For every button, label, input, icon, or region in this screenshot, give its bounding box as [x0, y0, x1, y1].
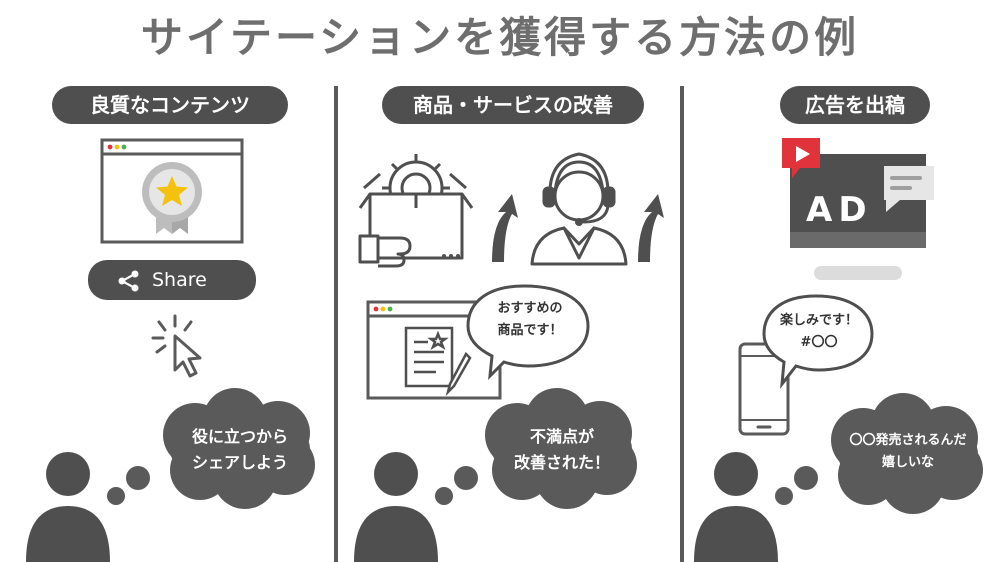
ad-label: AD [806, 190, 873, 230]
thought-text: 不満点が 改善された！ [513, 427, 610, 472]
speech-bubble [466, 284, 590, 381]
speech-text: おすすめの 商品です！ [497, 301, 563, 338]
ad-display-icon [782, 138, 934, 280]
smartphone-icon [738, 342, 790, 436]
person-avatar-icon [694, 452, 818, 562]
share-label: Share [152, 269, 207, 291]
section-heading-advertising: 広告を出稿 [780, 86, 930, 124]
thought-text: 役に立つから シェアしよう [191, 427, 288, 472]
page-title: サイテーションを獲得する方法の例 [140, 13, 860, 62]
section-divider [334, 86, 338, 562]
thought-text: 〇〇発売されるんだ 嬉しいな [849, 433, 967, 470]
thought-cloud [831, 393, 983, 514]
product-box-icon [358, 154, 474, 268]
person-avatar-icon [26, 452, 150, 562]
support-agent-icon [530, 152, 628, 266]
arrow-up-icon [492, 194, 518, 262]
section-heading-content: 良質なコンテンツ [52, 86, 288, 124]
speech-text: 楽しみです！ #〇〇 [779, 313, 858, 350]
thought-cloud [485, 388, 637, 509]
browser-award-icon [100, 138, 244, 244]
cursor-click-icon [151, 314, 202, 378]
arrow-up-icon [638, 194, 664, 262]
thought-cloud [163, 388, 315, 509]
person-avatar-icon [354, 452, 478, 562]
share-icon [118, 270, 139, 292]
speech-bubble [762, 294, 874, 389]
section-divider [680, 86, 684, 562]
section-heading-improvement: 商品・サービスの改善 [382, 86, 644, 124]
share-button[interactable]: Share [88, 260, 256, 300]
